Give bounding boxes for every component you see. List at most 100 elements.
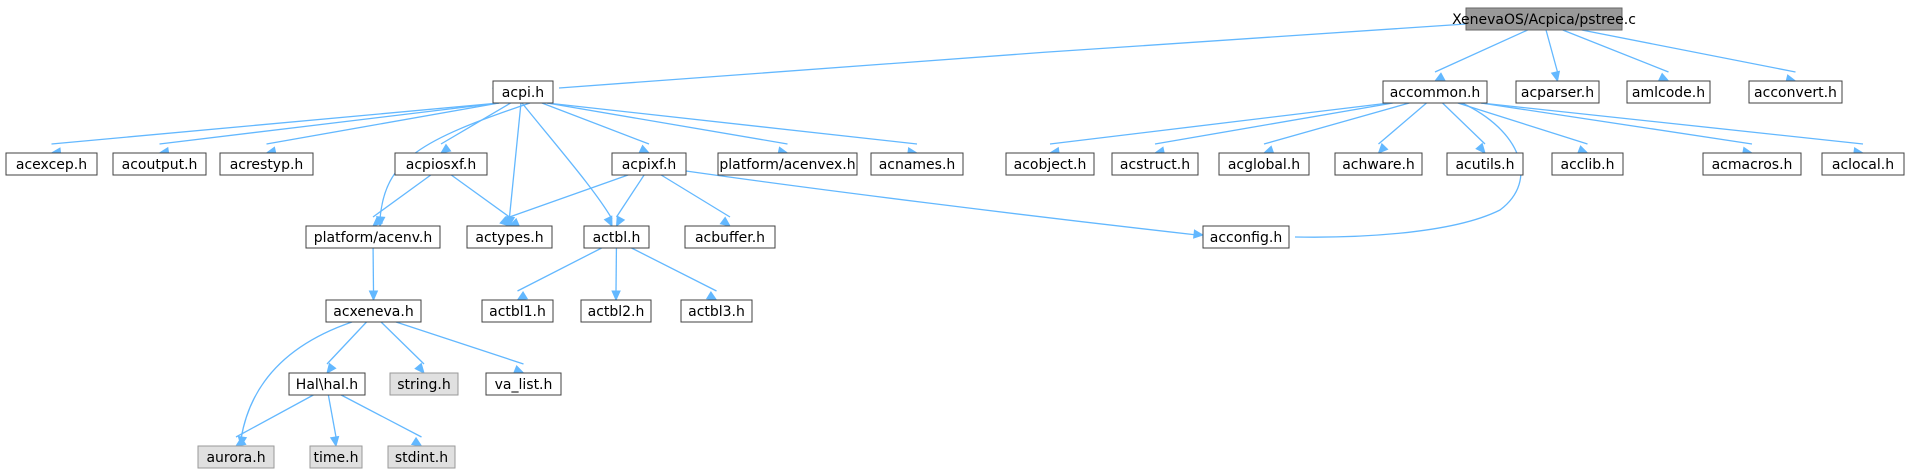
- node-label-acmacros: acmacros.h: [1712, 157, 1793, 173]
- node-box-acnames: [870, 152, 964, 176]
- node-box-pstree: [1465, 7, 1623, 31]
- node-box-actypes: [466, 225, 553, 249]
- edge-halh-to-time-arrowhead: [329, 435, 340, 448]
- node-box-actbl1: [481, 299, 554, 323]
- edge-acpi-to-acpixf-arrowhead: [638, 144, 651, 154]
- node-va_list[interactable]: va_list.h: [485, 372, 562, 396]
- node-actypes[interactable]: actypes.h: [466, 225, 553, 249]
- node-box-acparser: [1515, 80, 1600, 104]
- node-accommon[interactable]: accommon.h: [1382, 80, 1488, 104]
- edge-halh-to-stdint: [340, 394, 422, 438]
- node-label-acenv: platform/acenv.h: [314, 230, 433, 246]
- node-label-actbl: actbl.h: [593, 230, 641, 246]
- node-pstree[interactable]: XenevaOS/Acpica/pstree.c: [1452, 7, 1636, 31]
- node-acobject[interactable]: acobject.h: [1005, 152, 1095, 176]
- node-acenv[interactable]: platform/acenv.h: [305, 225, 441, 249]
- node-label-acrestyp: acrestyp.h: [230, 157, 304, 173]
- node-acconvert[interactable]: acconvert.h: [1748, 80, 1843, 104]
- node-box-amlcode: [1626, 80, 1711, 104]
- edge-acenv-to-acxeneva-arrowhead: [368, 290, 379, 302]
- node-stdint: stdint.h: [387, 445, 456, 469]
- node-acglobal[interactable]: acglobal.h: [1218, 152, 1310, 176]
- node-box-acpixf: [611, 152, 687, 176]
- node-actbl2[interactable]: actbl2.h: [580, 299, 652, 323]
- node-acrestyp[interactable]: acrestyp.h: [219, 152, 314, 176]
- edge-pstree-to-acparser: [1545, 29, 1559, 73]
- edge-acpixf-to-actbl: [615, 174, 645, 218]
- edge-accommon-to-acmacros: [1480, 102, 1753, 145]
- edge-accommon-to-acglobal: [1263, 102, 1410, 145]
- node-label-acbuffer: acbuffer.h: [695, 230, 765, 246]
- edge-pstree-to-acparser-arrowhead: [1550, 70, 1561, 83]
- node-halh[interactable]: Hal\hal.h: [288, 372, 366, 396]
- node-label-actbl3: actbl3.h: [688, 304, 745, 320]
- node-actbl3[interactable]: actbl3.h: [680, 299, 753, 323]
- node-box-actbl2: [580, 299, 652, 323]
- edge-pstree-to-acpi: [558, 23, 1467, 89]
- node-label-acpi: acpi.h: [502, 85, 544, 101]
- node-acpi[interactable]: acpi.h: [492, 80, 554, 104]
- node-box-aurora: [197, 445, 275, 469]
- edge-acpi-to-actypes: [508, 102, 522, 218]
- node-actbl[interactable]: actbl.h: [583, 225, 650, 249]
- node-acconfig[interactable]: acconfig.h: [1202, 225, 1290, 249]
- edge-acpi-to-acpixf: [541, 102, 650, 145]
- node-achware[interactable]: achware.h: [1334, 152, 1423, 176]
- edge-pstree-to-accommon-arrowhead: [1433, 72, 1446, 82]
- edge-acxeneva-to-va_list: [395, 321, 524, 365]
- node-label-acclib: acclib.h: [1561, 157, 1615, 173]
- edge-acxeneva-to-string-arrowhead: [414, 362, 425, 374]
- node-actbl1[interactable]: actbl1.h: [481, 299, 554, 323]
- node-acclib[interactable]: acclib.h: [1551, 152, 1624, 176]
- node-acpixf[interactable]: acpixf.h: [611, 152, 687, 176]
- node-box-actbl3: [680, 299, 753, 323]
- edge-acpi-to-actbl: [521, 102, 613, 220]
- node-amlcode[interactable]: amlcode.h: [1626, 80, 1711, 104]
- node-label-acoutput: acoutput.h: [122, 157, 198, 173]
- node-box-actbl: [583, 225, 650, 249]
- node-box-acconfig: [1202, 225, 1290, 249]
- edge-acpixf-to-acconfig: [685, 170, 1198, 236]
- node-acbuffer[interactable]: acbuffer.h: [684, 225, 776, 249]
- node-acenvex[interactable]: platform/acenvex.h: [717, 152, 858, 176]
- edge-pstree-to-amlcode: [1562, 29, 1669, 73]
- node-label-stdint: stdint.h: [395, 450, 448, 466]
- edge-acxeneva-to-va_list-arrowhead: [512, 365, 525, 374]
- node-acmacros[interactable]: acmacros.h: [1702, 152, 1802, 176]
- node-label-aurora: aurora.h: [206, 450, 265, 466]
- node-label-acenvex: platform/acenvex.h: [719, 157, 855, 173]
- node-box-acxeneva: [325, 299, 422, 323]
- node-acoutput[interactable]: acoutput.h: [112, 152, 207, 176]
- node-box-aclocal: [1821, 152, 1905, 176]
- node-label-achware: achware.h: [1342, 157, 1415, 173]
- edge-pstree-to-amlcode-arrowhead: [1657, 72, 1670, 82]
- edge-acxeneva-to-aurora: [240, 321, 353, 440]
- edge-acpi-to-acnames: [546, 102, 918, 145]
- edge-acpi-to-acenvex: [546, 102, 788, 145]
- node-box-accommon: [1382, 80, 1488, 104]
- node-acxeneva[interactable]: acxeneva.h: [325, 299, 422, 323]
- node-box-acobject: [1005, 152, 1095, 176]
- node-acparser[interactable]: acparser.h: [1515, 80, 1600, 104]
- node-label-halh: Hal\hal.h: [296, 377, 358, 393]
- edge-accommon-to-acclib-arrowhead: [1576, 145, 1589, 155]
- node-label-acobject: acobject.h: [1014, 157, 1087, 173]
- node-acutils[interactable]: acutils.h: [1446, 152, 1524, 176]
- node-box-va_list: [485, 372, 562, 396]
- node-box-acbuffer: [684, 225, 776, 249]
- node-aclocal[interactable]: aclocal.h: [1821, 152, 1905, 176]
- node-label-acpiosxf: acpiosxf.h: [406, 157, 476, 173]
- edge-accommon-to-acobject: [1049, 102, 1390, 145]
- node-aurora: aurora.h: [197, 445, 275, 469]
- node-box-acclib: [1551, 152, 1624, 176]
- edge-acxeneva-to-halh-arrowhead: [326, 362, 337, 374]
- node-acnames[interactable]: acnames.h: [870, 152, 964, 176]
- node-box-acenvex: [717, 152, 858, 176]
- node-acpiosxf[interactable]: acpiosxf.h: [394, 152, 488, 176]
- node-label-acxeneva: acxeneva.h: [333, 304, 413, 320]
- edge-actbl-to-actbl2-arrowhead: [611, 290, 621, 302]
- node-acstruct[interactable]: acstruct.h: [1111, 152, 1199, 176]
- node-box-acoutput: [112, 152, 207, 176]
- node-acexcep[interactable]: acexcep.h: [5, 152, 98, 176]
- edge-accommon-to-achware-arrowhead: [1377, 142, 1389, 154]
